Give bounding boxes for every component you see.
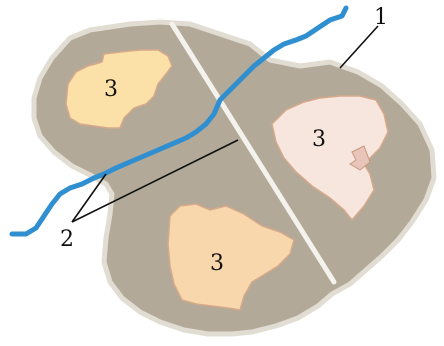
label-zone-bottom: 3 (210, 251, 224, 276)
divider-line (169, 21, 337, 285)
zone-top-left (65, 49, 173, 129)
zone-right-notch (349, 145, 371, 171)
leader-line-2b (71, 139, 239, 223)
leader-line-2a (71, 173, 107, 223)
label-zone-right: 3 (312, 127, 326, 152)
label-zone-top-left: 3 (104, 77, 118, 102)
label-2: 2 (60, 227, 74, 252)
zone-bottom (167, 203, 295, 311)
label-1: 1 (374, 5, 388, 30)
leader-line-1 (339, 25, 379, 69)
river (9, 5, 349, 237)
